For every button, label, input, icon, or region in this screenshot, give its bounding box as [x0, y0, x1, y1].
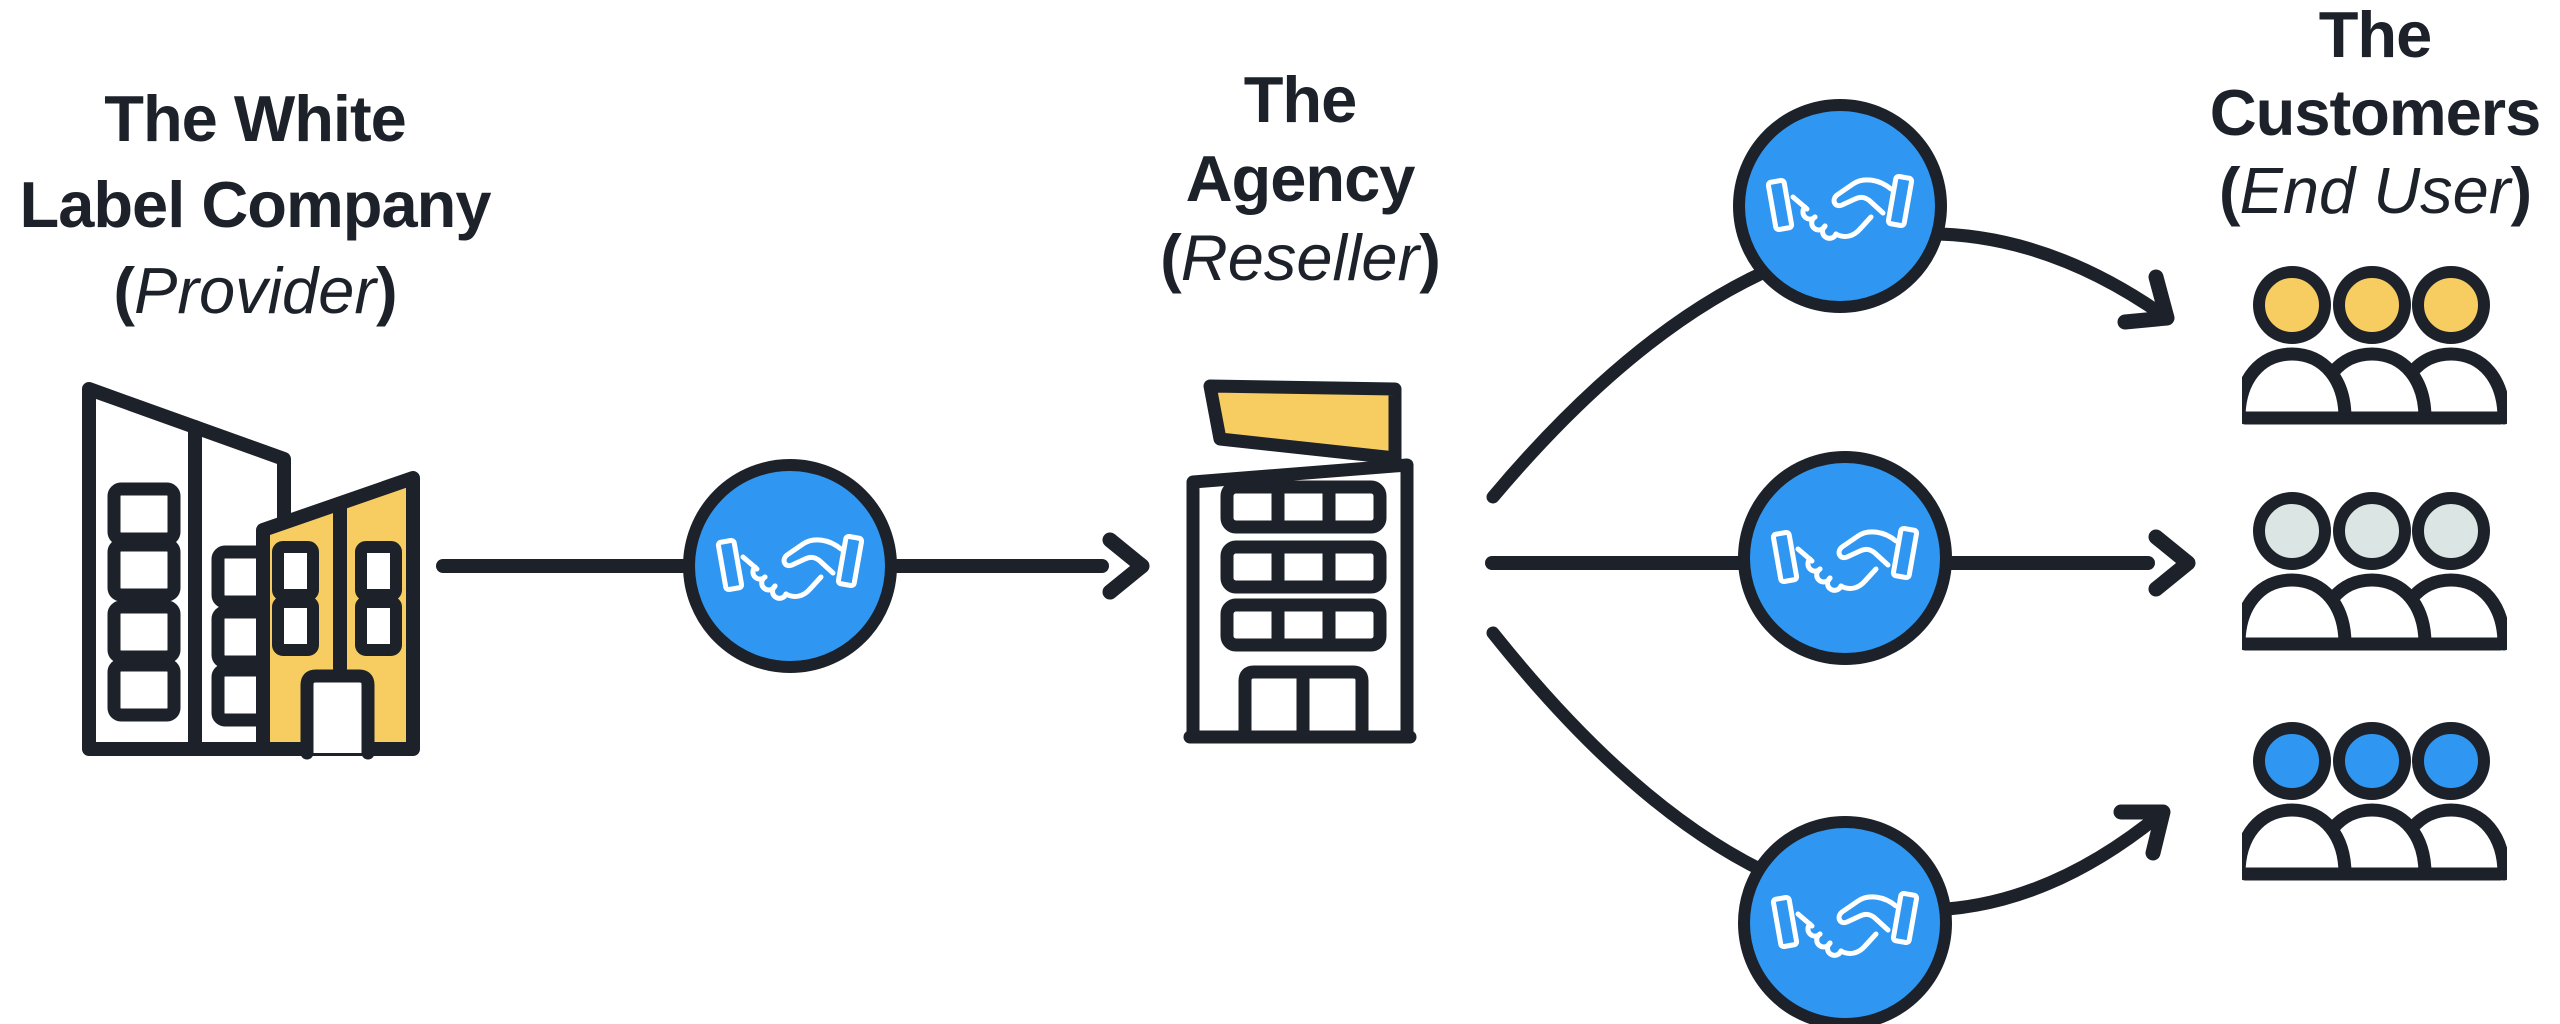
agency-title-line1: The [1243, 63, 1358, 136]
customers-title-line2: Customers [2209, 76, 2542, 149]
yellow-fold [1203, 379, 1402, 465]
customers-title: The Customers (End User) [2115, 0, 2560, 230]
office-buildings-icon [82, 382, 420, 760]
handshake-icon [1733, 99, 1947, 313]
agency-title-line2: Agency [1185, 142, 1416, 215]
handshake-icon [1738, 451, 1952, 665]
provider-title: The White Label Company (Provider) [0, 76, 515, 334]
office-building-icon [1183, 379, 1417, 744]
handshake-icon [1738, 816, 1952, 1024]
provider-role: (Provider) [113, 254, 397, 327]
people-group-icon [2242, 266, 2507, 425]
customers-title-line1: The [2318, 0, 2433, 71]
handshake-icon [683, 459, 897, 673]
agency-title: The Agency (Reseller) [1040, 60, 1560, 297]
customers-role: (End User) [2218, 154, 2532, 227]
people-group-icon [2242, 492, 2507, 651]
people-group-icon [2242, 722, 2507, 881]
provider-title-line1: The White [104, 82, 407, 155]
agency-role: (Reseller) [1160, 221, 1441, 294]
provider-title-line2: Label Company [19, 168, 492, 241]
